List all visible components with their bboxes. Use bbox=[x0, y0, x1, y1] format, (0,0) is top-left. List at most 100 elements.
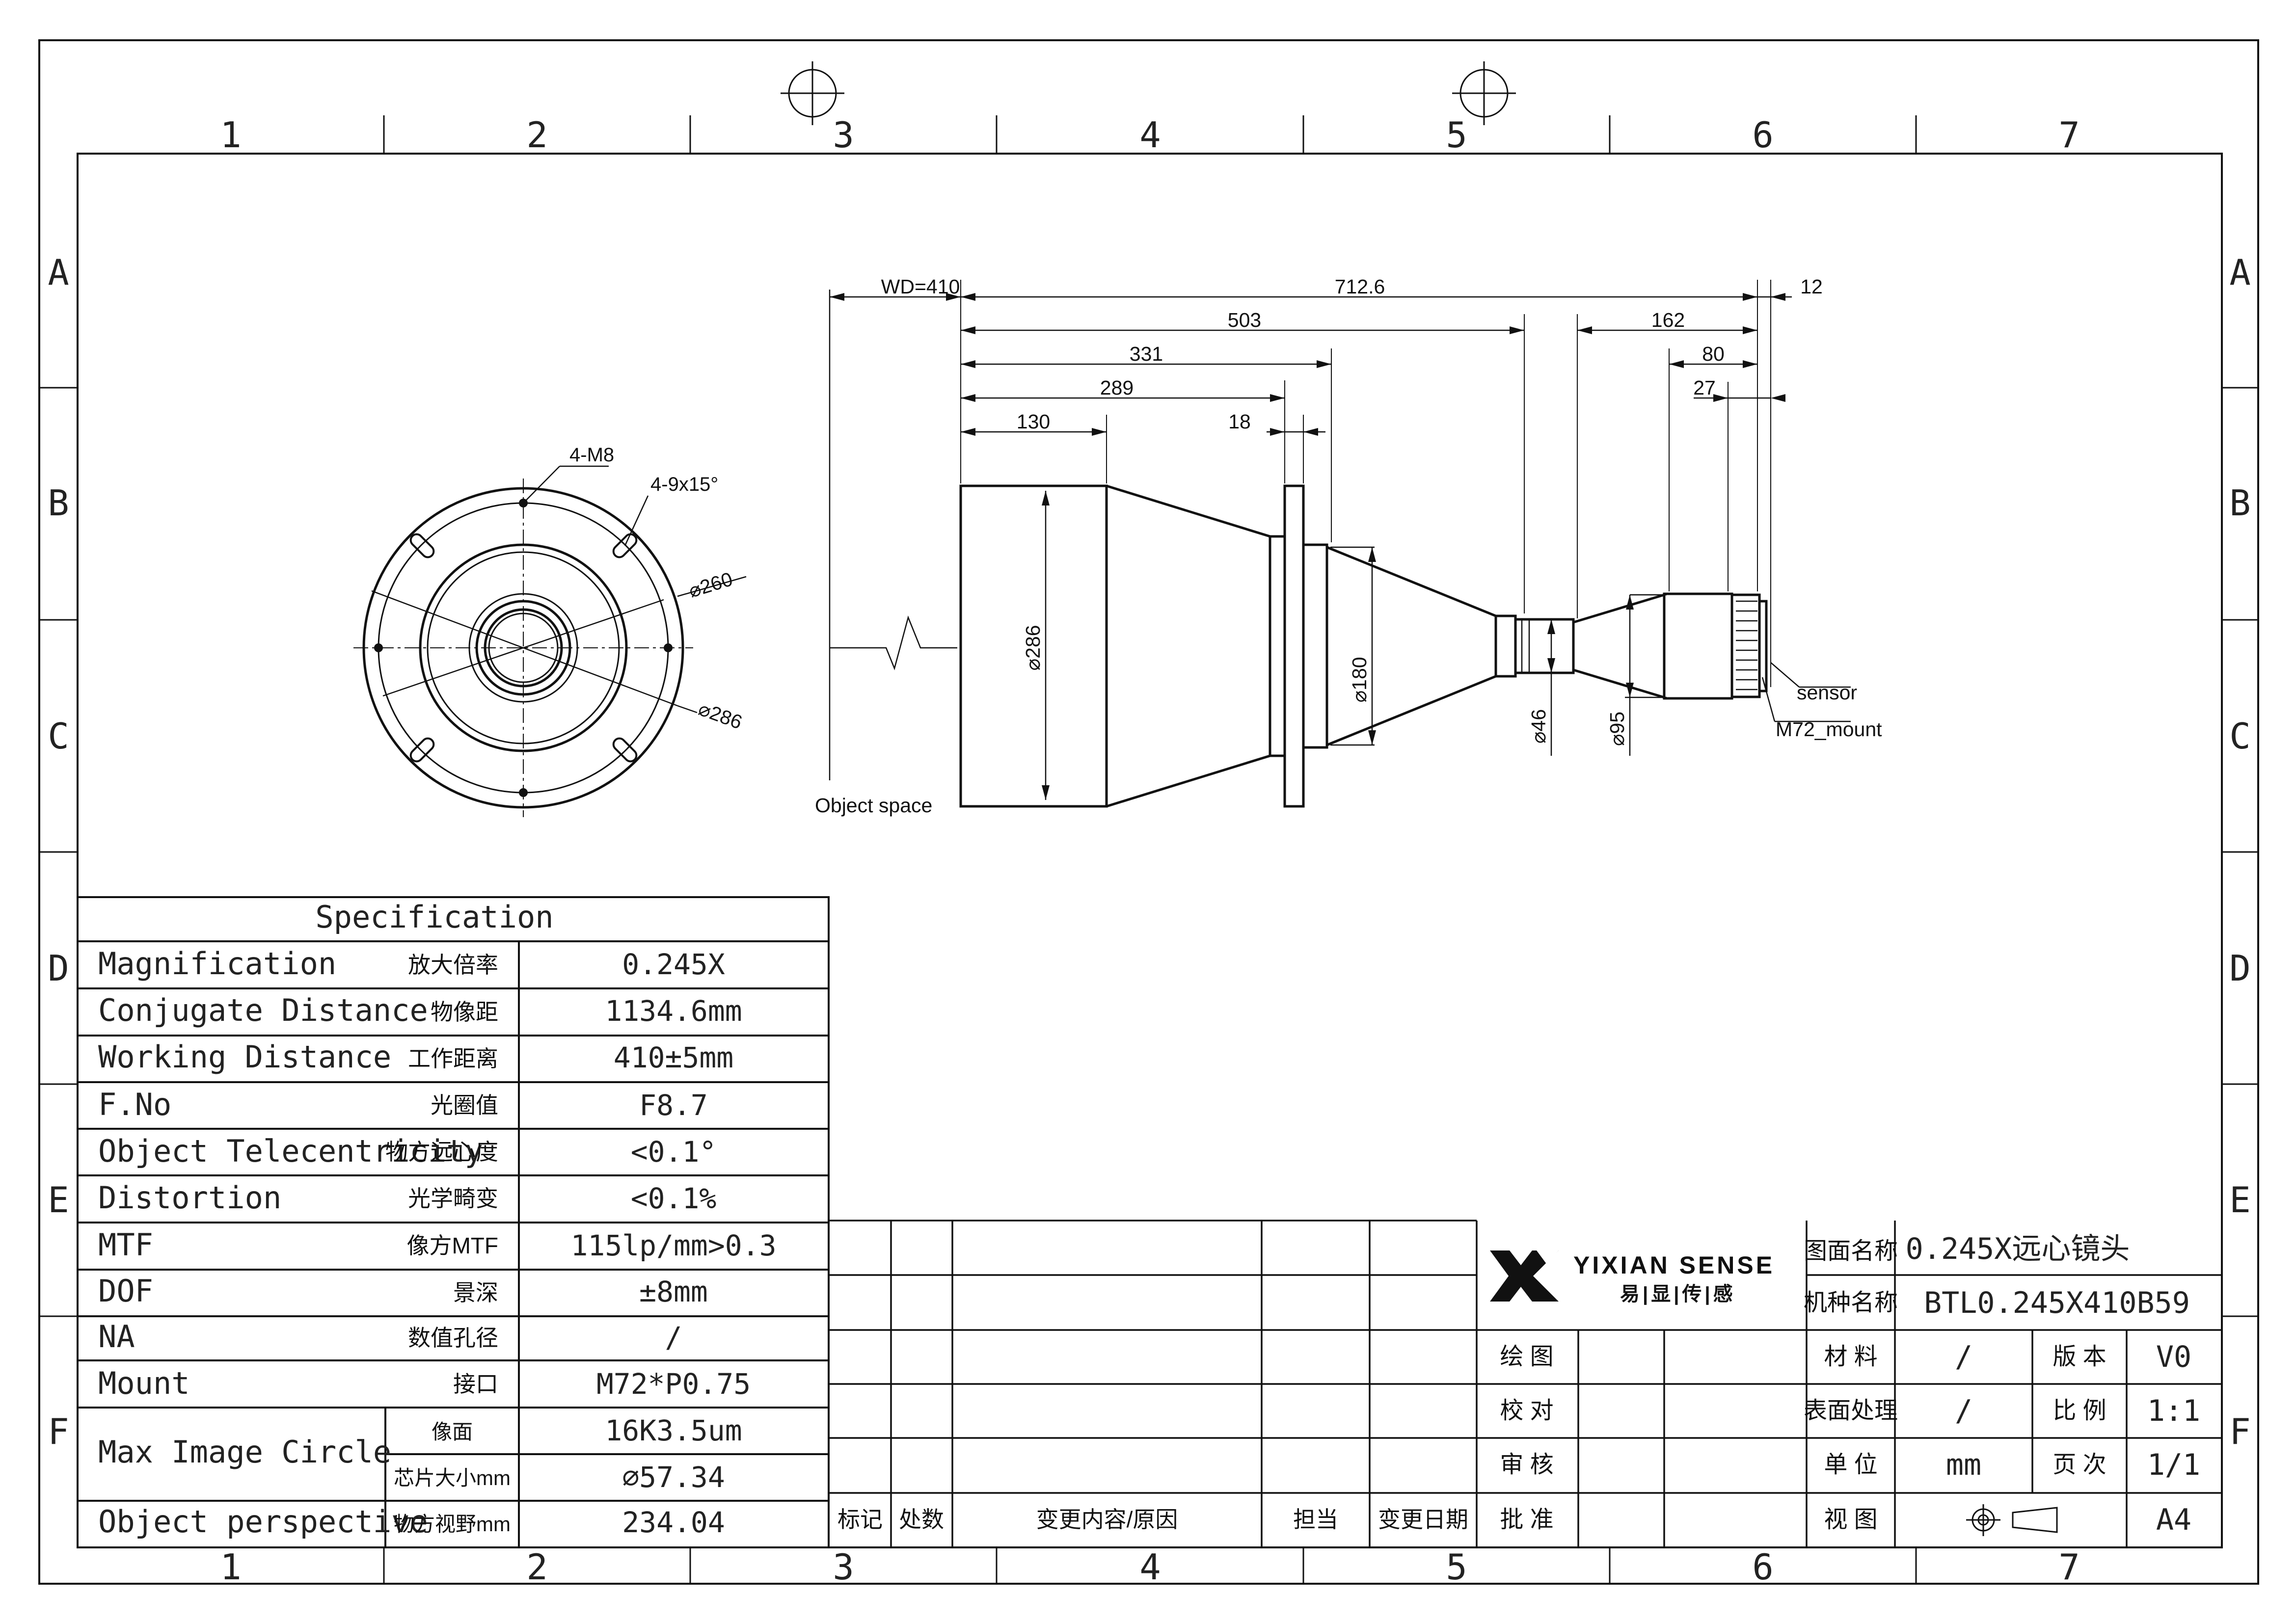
dimension-arrows bbox=[830, 293, 1785, 800]
sign-label: 校 对 bbox=[1500, 1398, 1553, 1424]
version-label: 版 本 bbox=[2053, 1344, 2106, 1370]
unit-value: mm bbox=[1946, 1448, 1981, 1482]
zone-row-label: D bbox=[48, 948, 69, 989]
zone-col-label: 3 bbox=[833, 1546, 854, 1588]
page-value: 1/1 bbox=[2147, 1448, 2200, 1482]
mount-thread bbox=[1521, 600, 1757, 691]
version-value: V0 bbox=[2156, 1340, 2191, 1374]
dimension-130: 130 bbox=[1017, 410, 1050, 433]
zone-col-label: 2 bbox=[526, 114, 547, 156]
projection-symbol-icon bbox=[1966, 1504, 2058, 1536]
revision-header: 标记 bbox=[837, 1507, 883, 1532]
spec-value: M72*P0.75 bbox=[596, 1367, 751, 1401]
sensor-label: sensor bbox=[1797, 681, 1857, 704]
inner-diameter-label: ⌀260 bbox=[686, 568, 735, 602]
zone-row-label: C bbox=[2229, 716, 2250, 757]
brand-name-cn: 易|显|传|感 bbox=[1620, 1283, 1736, 1305]
mount-label: M72_mount bbox=[1776, 718, 1882, 741]
brand-logo: YIXIAN SENSE 易|显|传|感 bbox=[1490, 1250, 1775, 1305]
spec-value: 115lp/mm>0.3 bbox=[570, 1229, 776, 1262]
zone-col-label: 4 bbox=[1139, 114, 1161, 156]
spec-value: <0.1° bbox=[631, 1135, 717, 1169]
diameter-95: ⌀95 bbox=[1606, 712, 1628, 746]
slot-holes bbox=[409, 533, 638, 763]
zone-col-label: 7 bbox=[2058, 114, 2080, 156]
spec-row-label: DOF bbox=[98, 1273, 153, 1309]
material-value: / bbox=[1955, 1340, 1972, 1374]
spec-value: 1134.6mm bbox=[605, 994, 742, 1028]
zone-col-label: 6 bbox=[1752, 1546, 1773, 1588]
spec-row-cn: 物像距 bbox=[431, 999, 498, 1025]
zone-col-label: 1 bbox=[220, 1546, 241, 1588]
spec-title: Specification bbox=[315, 899, 553, 935]
brand-name: YIXIAN SENSE bbox=[1573, 1251, 1775, 1279]
dimension-331: 331 bbox=[1130, 343, 1163, 365]
spec-value: 234.04 bbox=[622, 1506, 725, 1539]
zone-ticks bbox=[39, 115, 2258, 1584]
wd-dimension: WD=410 bbox=[881, 275, 960, 298]
spec-row-label: Object Telecentricity bbox=[98, 1133, 483, 1169]
zone-row-label: A bbox=[48, 252, 69, 293]
spec-row-cn: 工作距离 bbox=[408, 1046, 498, 1071]
spec-value: ⌀57.34 bbox=[622, 1461, 725, 1494]
spec-row-label: Magnification bbox=[98, 946, 336, 982]
diameter-180: ⌀180 bbox=[1348, 657, 1371, 702]
sign-label: 审 核 bbox=[1500, 1452, 1553, 1478]
scale-label: 比 例 bbox=[2053, 1398, 2106, 1424]
spec-row-cn: 光圈值 bbox=[431, 1092, 498, 1118]
paper-size-value: A4 bbox=[2156, 1503, 2191, 1537]
spec-value: <0.1% bbox=[631, 1182, 717, 1215]
side-view: WD=410 712.6 12 503 162 331 80 289 27 13… bbox=[815, 275, 1882, 817]
revision-header: 变更内容/原因 bbox=[1036, 1507, 1178, 1532]
surface-value: / bbox=[1955, 1394, 1972, 1428]
spec-row-cn: 光学畸变 bbox=[408, 1186, 498, 1211]
model-number: BTL0.245X410B59 bbox=[1924, 1286, 2190, 1320]
spec-row-label: F.No bbox=[98, 1087, 171, 1122]
dimension-162: 162 bbox=[1651, 309, 1685, 331]
zone-col-label: 7 bbox=[2058, 1546, 2080, 1588]
revision-header: 担当 bbox=[1293, 1507, 1338, 1532]
spec-row-label: Mount bbox=[98, 1365, 190, 1401]
dimension-503: 503 bbox=[1228, 309, 1261, 331]
spec-value: / bbox=[665, 1321, 682, 1354]
zone-col-label: 6 bbox=[1752, 114, 1773, 156]
revision-table: 标记 处数 变更内容/原因 担当 变更日期 bbox=[829, 1220, 1478, 1547]
spec-row-label: Object perspective bbox=[98, 1504, 428, 1540]
zone-row-label: D bbox=[2229, 948, 2250, 989]
spec-table: Specification Magnification Conjugate Di… bbox=[77, 896, 830, 1548]
zone-col-label: 2 bbox=[526, 1546, 547, 1588]
spec-value: F8.7 bbox=[639, 1089, 708, 1122]
zone-col-label: 4 bbox=[1139, 1546, 1161, 1588]
total-length-dimension: 712.6 bbox=[1335, 275, 1385, 298]
spec-row-cn: 物方远心度 bbox=[385, 1139, 498, 1165]
spec-row-label: Distortion bbox=[98, 1180, 281, 1216]
zone-row-label: A bbox=[2229, 252, 2250, 293]
spec-row-label: NA bbox=[98, 1319, 135, 1355]
dimension-80: 80 bbox=[1702, 343, 1725, 365]
dimension-289: 289 bbox=[1100, 376, 1134, 399]
revision-header: 变更日期 bbox=[1378, 1507, 1468, 1532]
zone-row-label: B bbox=[2229, 482, 2250, 524]
material-label: 材 料 bbox=[1824, 1344, 1877, 1370]
zone-row-label: F bbox=[2229, 1411, 2250, 1452]
dimension-27: 27 bbox=[1693, 376, 1716, 399]
outer-diameter-label: ⌀286 bbox=[696, 698, 745, 733]
model-label: 机种名称 bbox=[1804, 1290, 1898, 1316]
spec-value: 0.245X bbox=[622, 948, 725, 981]
sign-label: 批 准 bbox=[1500, 1507, 1553, 1533]
mount-holes bbox=[374, 499, 673, 797]
title-block: YIXIAN SENSE 易|显|传|感 绘 图 校 对 审 核 批 准 图面名… bbox=[1477, 1221, 2222, 1547]
zone-row-label: C bbox=[48, 716, 69, 757]
page-label: 页 次 bbox=[2053, 1452, 2106, 1478]
scale-value: 1:1 bbox=[2147, 1394, 2200, 1428]
unit-label: 单 位 bbox=[1824, 1452, 1877, 1478]
front-view: 4-M8 4-9x15° ⌀260 ⌀286 bbox=[353, 444, 747, 817]
flange-gap-dimension: 12 bbox=[1800, 275, 1823, 298]
spec-row-label: Conjugate Distance bbox=[98, 992, 428, 1028]
spec-sub-cn: 芯片大小mm bbox=[394, 1466, 511, 1489]
zone-col-label: 1 bbox=[220, 114, 241, 156]
spec-sub-cn: 像面 bbox=[432, 1420, 473, 1443]
spec-row-cn: 接口 bbox=[453, 1371, 498, 1397]
spec-sub-cn: 物方视野mm bbox=[394, 1513, 511, 1536]
surface-label: 表面处理 bbox=[1804, 1398, 1898, 1424]
